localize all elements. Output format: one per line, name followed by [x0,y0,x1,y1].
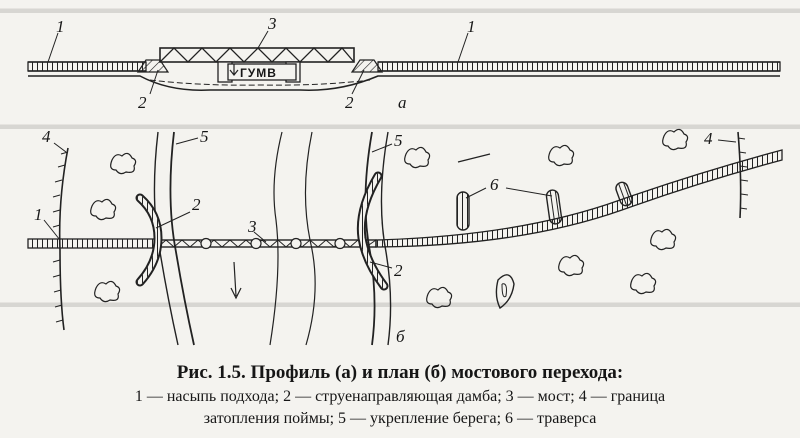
river-channel-right [304,131,316,346]
flow-arrow-icon [457,153,491,163]
label-b: б [396,327,405,346]
flood-boundary-left-ticks [52,151,69,323]
gumv-label: ГУМВ [240,66,277,80]
label-2-plan-left: 2 [192,195,201,214]
approach-embankment-plan-right [375,149,783,248]
label-4-left: 4 [42,127,51,146]
approach-embankment-right [377,61,781,72]
label-2-left: 2 [138,93,147,112]
ground-profile-line [28,75,780,91]
label-a: а [398,93,407,112]
label-2-right: 2 [345,93,354,112]
guide-dam-profile-right [350,59,384,73]
vegetation-icons [90,128,689,309]
plan-view: 4 5 2 1 3 5 2 6 4 б [27,127,783,346]
show-through-text: ▬▬▬▬▬▬▬▬▬▬▬▬▬▬▬▬▬▬▬▬▬▬▬▬▬▬▬▬▬▬▬▬▬▬▬▬▬▬▬▬… [0,118,800,133]
label-6: 6 [490,175,499,194]
approach-embankment-plan-left [27,238,159,249]
water-surface-line [149,79,371,86]
river-bank-right-outer [380,131,392,346]
label-5-right: 5 [394,131,403,150]
label-1-plan: 1 [34,205,43,224]
flood-boundary-right [737,131,742,219]
label-2-plan-right: 2 [394,261,403,280]
gumv-level-box [227,63,297,81]
figure-caption-title: Рис. 1.5. Профиль (а) и план (б) мостово… [0,362,800,384]
label-5-left: 5 [200,127,209,146]
gumv-arrow-icon [229,64,239,76]
bank-protection-right [364,131,376,346]
flood-boundary-left [58,147,69,331]
label-3-top: 3 [267,14,277,33]
bank-protection-left [169,131,195,346]
river-channel-left [269,131,283,346]
figure-legend-line-1: 1 — насыпь подхода; 2 — струенаправляюща… [134,388,666,405]
island-shape [495,274,515,310]
label-4-right: 4 [704,129,713,148]
figure-number: Рис. 1.5. [176,362,246,383]
flow-arrow-icon [230,261,242,300]
label-1-right: 1 [467,17,476,36]
label-1-left: 1 [56,17,65,36]
traverses [456,181,633,231]
show-through-text: ▬▬▬▬▬▬▬▬▬▬▬▬▬▬▬▬▬▬▬▬▬▬▬▬▬▬▬▬▬▬▬▬▬▬▬▬▬▬▬▬… [0,2,800,17]
show-through-text: ▬▬▬▬▬▬▬▬▬▬▬▬▬▬▬▬▬▬▬▬▬▬▬▬▬▬▬▬▬▬▬▬▬▬▬▬▬▬▬▬… [0,296,800,311]
approach-embankment-left [27,61,147,72]
bridge-plan [157,237,377,250]
figure-legend-line-2: затопления поймы; 5 — укрепление берега;… [203,410,597,427]
bridge-crossing-figure: ГУМВ 1 3 1 2 2 а [27,14,783,346]
profile-view: ГУМВ 1 3 1 2 2 а [27,14,781,112]
figure-title-text: Профиль (а) и план (б) мостового переход… [250,362,624,383]
label-3-plan: 3 [247,217,257,236]
